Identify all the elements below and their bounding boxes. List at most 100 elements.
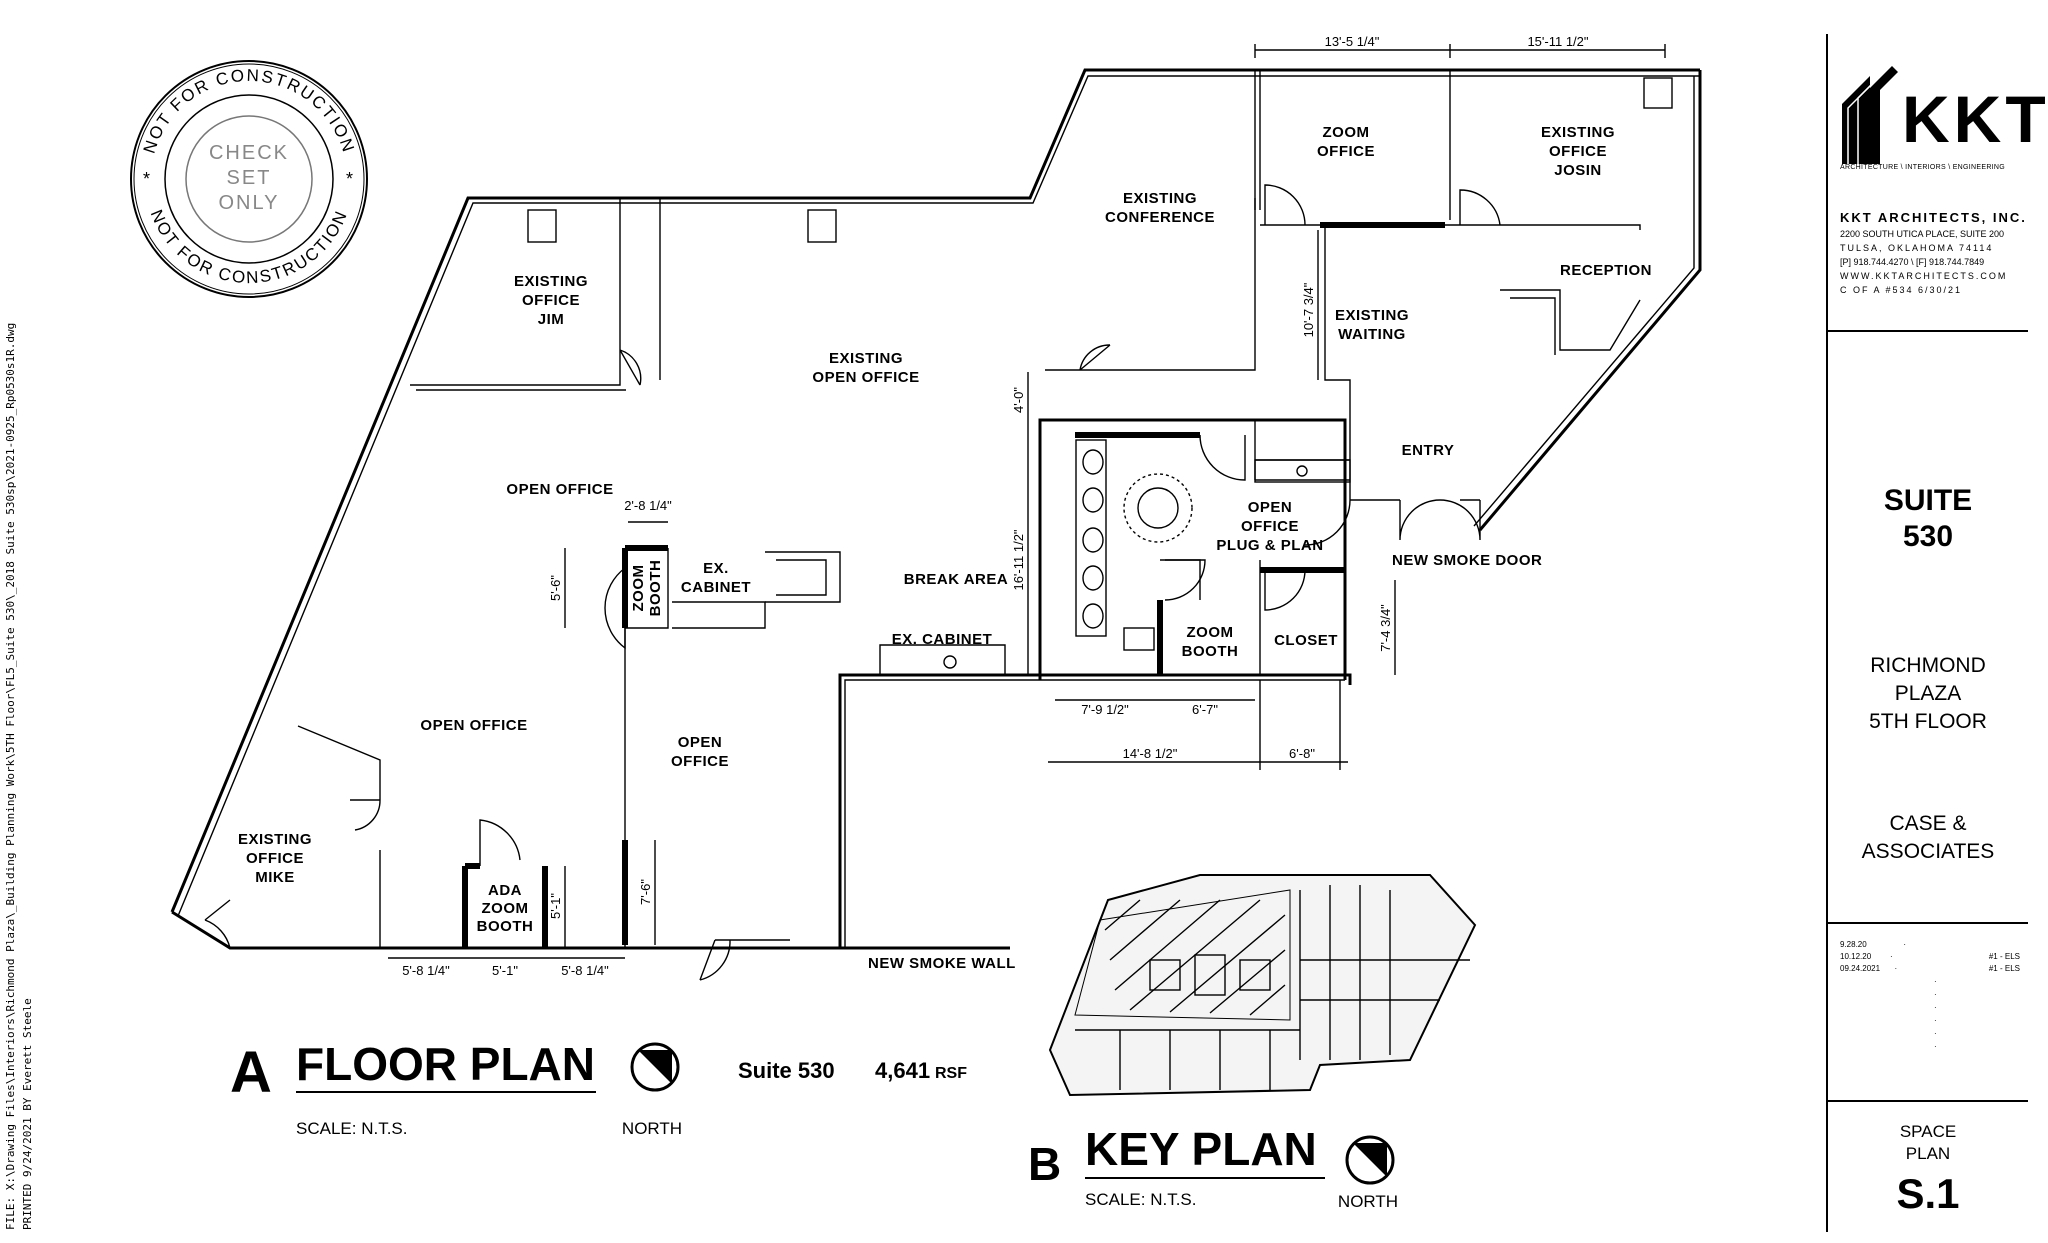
area-value: 4,641: [875, 1058, 930, 1083]
stamp-ring-bottom: NOT FOR CONSTRUCTION: [147, 207, 352, 287]
dimension-text: 7'-4 3/4": [1378, 604, 1393, 652]
issue-row: 09.24.2021 · #1 - ELS: [1840, 964, 2020, 973]
firm-website: WWW.KKTARCHITECTS.COM: [1840, 271, 2008, 281]
client-name-1: CASE &: [1889, 812, 1967, 835]
room-label: EXISTING: [1123, 190, 1197, 207]
area-unit: RSF: [935, 1065, 967, 1082]
dimension-text: 5'-1": [548, 893, 563, 919]
room-label: ZOOM: [1187, 624, 1234, 641]
room-label: BREAK AREA: [904, 571, 1008, 588]
room-label: BOOTH: [477, 918, 534, 935]
title-block-divider: [1828, 1100, 2028, 1102]
room-label: EXISTING: [1541, 124, 1615, 141]
dimension-text: 6'-7": [1192, 702, 1218, 717]
file-path-footer: FILE: X:\Drawing Files\Interiors\Richmon…: [2, 323, 36, 1230]
issue-date: 9.28.20: [1840, 940, 1867, 949]
key-plan-thumbnail: [1048, 874, 1477, 1097]
room-label: OPEN: [678, 734, 723, 751]
kkt-logo-mark-icon: [1842, 66, 1898, 164]
room-label: EXISTING: [829, 350, 903, 367]
plan-letter-b: B: [1028, 1138, 1061, 1190]
dimension-text: 7'-9 1/2": [1081, 702, 1129, 717]
logo-text: KKT: [1902, 82, 2048, 156]
dimension-text: 16'-11 1/2": [1011, 529, 1026, 590]
plan-letter-a: A: [230, 1040, 272, 1105]
room-label: BOOTH: [647, 560, 664, 617]
issue-note: #1 - ELS: [1988, 964, 2020, 973]
firm-address-2: TULSA, OKLAHOMA 74114: [1840, 243, 1994, 253]
floor-plan-scale: SCALE: N.T.S.: [296, 1119, 407, 1138]
issue-row: 9.28.20 ·: [1840, 940, 1907, 949]
room-label: NEW SMOKE DOOR: [1392, 552, 1542, 569]
room-labels: EXISTING OFFICE JIM EXISTING OPEN OFFICE…: [238, 124, 1652, 972]
file-path-text: FILE: X:\Drawing Files\Interiors\Richmon…: [4, 322, 17, 1230]
not-for-construction-stamp: NOT FOR CONSTRUCTION NOT FOR CONSTRUCTIO…: [130, 60, 368, 298]
issue-log: 9.28.20 · 10.12.20 · #1 - ELS 09.24.2021…: [1840, 940, 2020, 1051]
firm-phones: [P] 918.744.4270 \ [F] 918.744.7849: [1840, 257, 1985, 267]
dimension-text: 5'-8 1/4": [561, 963, 609, 978]
title-block-divider: [1828, 330, 2028, 332]
issue-note: #1 - ELS: [1988, 952, 2020, 961]
dimension-text: 5'-8 1/4": [402, 963, 450, 978]
stamp-star-right: *: [346, 169, 353, 189]
room-label: PLUG & PLAN: [1216, 537, 1323, 554]
room-label: OPEN OFFICE: [420, 717, 527, 734]
room-label: EXISTING: [238, 831, 312, 848]
dimension-text: 5'-1": [492, 963, 518, 978]
floor-plan-title: A FLOOR PLAN SCALE: N.T.S. NORTH Suite 5…: [230, 1038, 967, 1138]
project-name-1: RICHMOND: [1870, 654, 1986, 677]
room-label: CABINET: [681, 579, 751, 596]
room-label: OFFICE: [1317, 143, 1375, 160]
client-name-2: ASSOCIATES: [1861, 840, 1995, 863]
room-label: OFFICE: [671, 753, 729, 770]
stamp-center-1: CHECK: [209, 142, 289, 164]
north-arrow-icon: [630, 1042, 680, 1092]
suite-number: 530: [1902, 520, 1954, 553]
room-label: EX. CABINET: [892, 631, 993, 648]
key-plan-scale: SCALE: N.T.S.: [1085, 1190, 1196, 1209]
sheet-title-1: SPACE: [1899, 1122, 1957, 1141]
room-label: ADA: [488, 882, 522, 899]
sheet-title-2: PLAN: [1905, 1144, 1951, 1163]
room-label: EXISTING: [514, 273, 588, 290]
room-label: JOSIN: [1554, 162, 1602, 179]
floor-plan-north: NORTH: [622, 1119, 682, 1138]
stamp-star-left: *: [143, 169, 150, 189]
door-swings: [204, 184, 1501, 981]
room-label: EX.: [703, 560, 729, 577]
key-plan-heading: KEY PLAN: [1085, 1123, 1317, 1175]
room-label: OFFICE: [1549, 143, 1607, 160]
dimension-text: 14'-8 1/2": [1123, 746, 1178, 761]
room-label: OFFICE: [522, 292, 580, 309]
room-label: OFFICE: [1241, 518, 1299, 535]
room-label: OFFICE: [246, 850, 304, 867]
stamp-center-3: ONLY: [219, 192, 280, 214]
issue-row: 10.12.20 · #1 - ELS: [1840, 952, 2020, 961]
dimension-text: 10'-7 3/4": [1301, 282, 1316, 337]
room-label: ZOOM: [1323, 124, 1370, 141]
room-label: BOOTH: [1182, 643, 1239, 660]
project-name-2: PLAZA: [1894, 682, 1962, 705]
project-floor: 5TH FLOOR: [1869, 710, 1987, 733]
room-label: OPEN OFFICE: [506, 481, 613, 498]
north-arrow-icon: [1345, 1135, 1395, 1185]
exterior-walls: [170, 68, 1702, 950]
room-label: CLOSET: [1274, 632, 1338, 649]
room-label: JIM: [538, 311, 565, 328]
room-label: OPEN OFFICE: [812, 369, 919, 386]
key-plan-title: B KEY PLAN SCALE: N.T.S. NORTH: [1028, 1123, 1398, 1211]
issue-date: 10.12.20: [1840, 952, 1872, 961]
printed-text: PRINTED 9/24/2021 BY Everett Steele: [21, 998, 34, 1230]
room-label: ENTRY: [1402, 442, 1455, 459]
title-block-border: [1826, 34, 1828, 1232]
dimension-text: 13'-5 1/4": [1325, 34, 1380, 49]
dimension-text: 5'-6": [548, 575, 563, 601]
key-plan-north: NORTH: [1338, 1192, 1398, 1211]
dimension-text: 6'-8": [1289, 746, 1315, 761]
suite-title: SUITE: [1883, 484, 1973, 517]
room-label: WAITING: [1338, 326, 1406, 343]
room-label: MIKE: [255, 869, 295, 886]
issue-date: 09.24.2021: [1840, 964, 1881, 973]
room-label: NEW SMOKE WALL: [868, 955, 1016, 972]
sheet-number: S.1: [1896, 1170, 1960, 1217]
